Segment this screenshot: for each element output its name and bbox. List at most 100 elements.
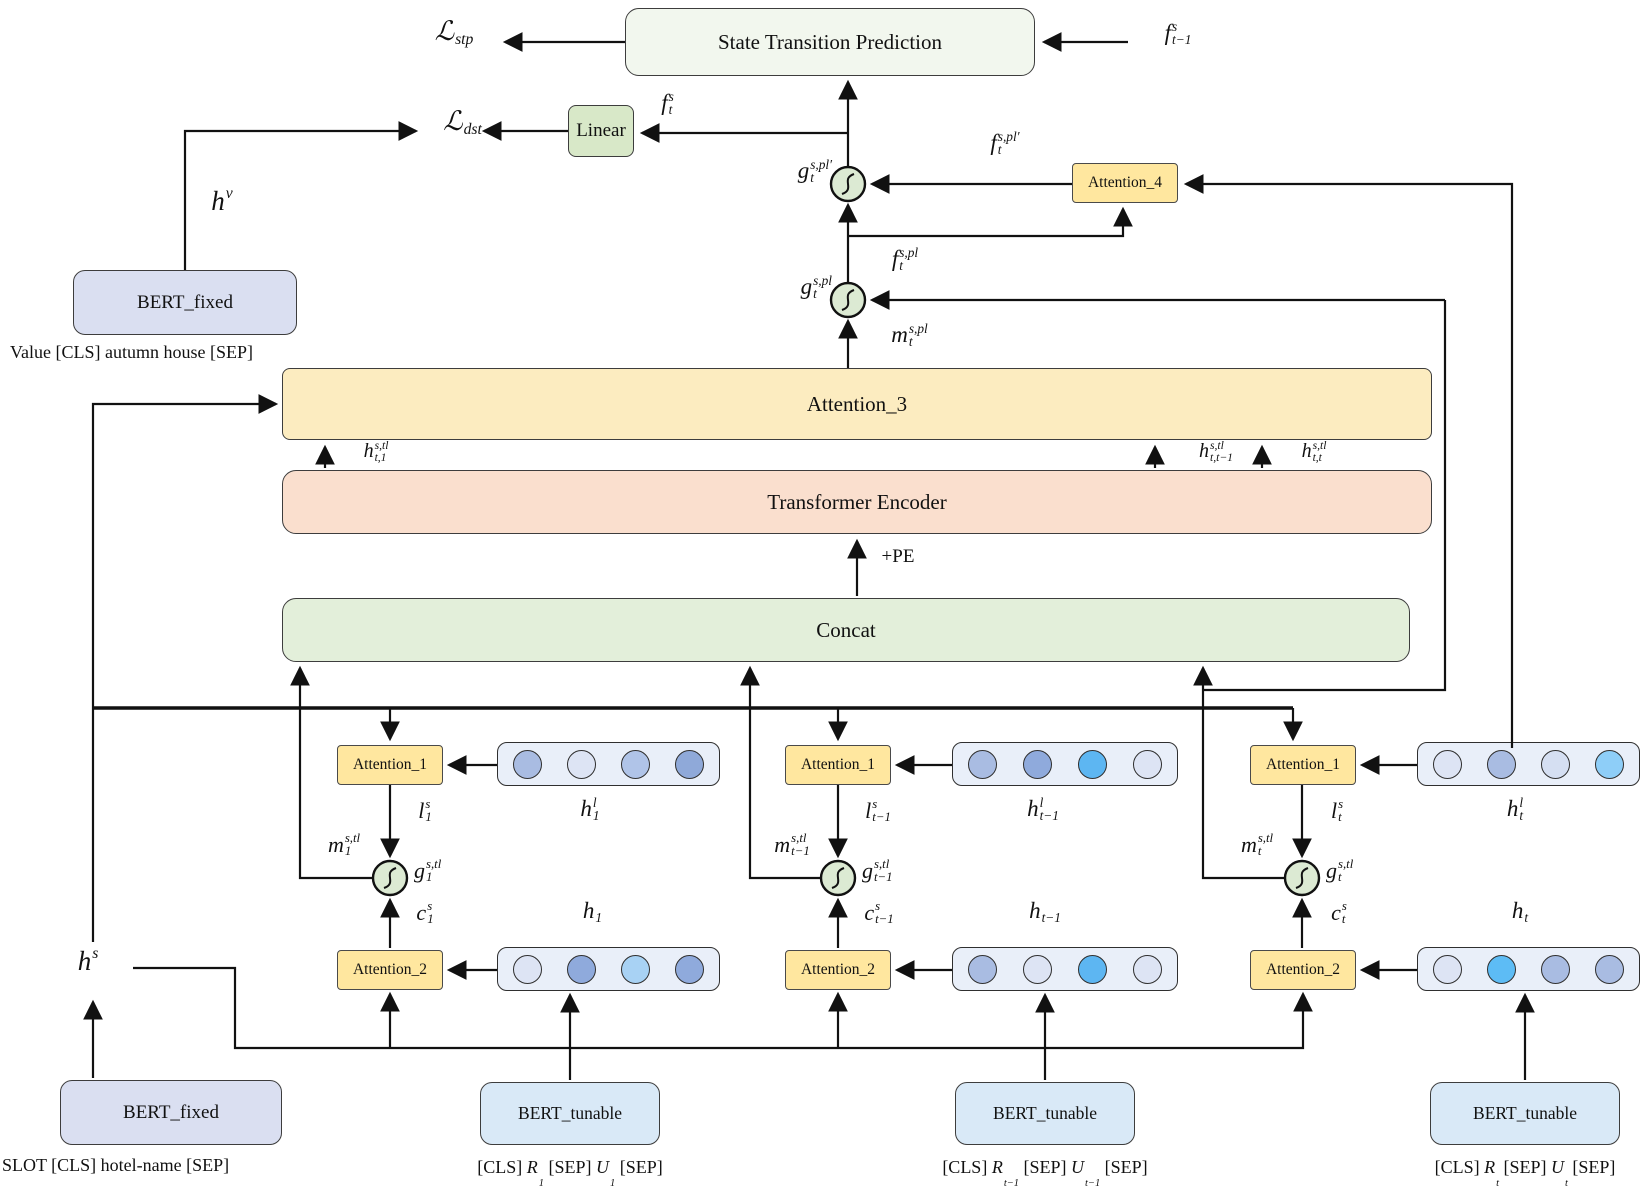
attention-2-label: Attention_2 [1265,961,1341,978]
token-circle [1487,954,1516,984]
attention-1-label: Attention_1 [1265,756,1341,773]
transformer-encoder-label: Transformer Encoder [767,489,947,514]
bert-tunable-box-turn-t: BERT_tunable [1430,1082,1620,1145]
bert-tunable-box-turn-t1: BERT_tunable [955,1082,1135,1145]
bert-fixed-slot-box: BERT_fixed [60,1080,282,1145]
token-circle [1078,749,1107,779]
token-circle [567,954,596,984]
token-circle [1541,749,1570,779]
gate-g-1 [371,859,409,897]
attention-3-box: Attention_3 [282,368,1432,440]
attention-1-label: Attention_1 [800,756,876,773]
token-circle [675,954,704,984]
attention-1-label: Attention_1 [352,756,428,773]
token-circle [1541,954,1570,984]
concat-label: Concat [816,617,876,642]
arrow-fpl-to-att4 [848,206,1133,238]
bert-tunable-box-turn1: BERT_tunable [480,1082,660,1145]
transformer-encoder-box: Transformer Encoder [282,470,1432,534]
slot-input-caption: SLOT [CLS] hotel-name [SEP] [2,1155,230,1175]
attention-4-label: Attention_4 [1087,174,1163,191]
bert-fixed-label: BERT_fixed [123,1101,219,1123]
attention-1-box-turn-t: Attention_1 [1250,745,1356,785]
attention-3-label: Attention_3 [806,391,908,416]
gate-g-t1 [819,859,857,897]
token-circle [1023,749,1052,779]
token-circle [968,954,997,984]
token-circle [968,749,997,779]
bert-tunable-label: BERT_tunable [1473,1103,1577,1123]
linear-box: Linear [568,105,634,157]
token-circle [513,954,542,984]
value-input-caption: Value [CLS] autumn house [SEP] [10,342,253,362]
attention-2-box-turn1: Attention_2 [337,950,443,990]
token-circle [675,749,704,779]
bert-tunable-label: BERT_tunable [993,1103,1097,1123]
gate-g-pl-prime [829,165,867,203]
token-circle [1433,954,1462,984]
state-transition-prediction-box: State Transition Prediction [625,8,1035,76]
token-row-h-t [1417,947,1640,991]
token-circle [1433,749,1462,779]
bert-fixed-value-box: BERT_fixed [73,270,297,335]
attention-2-box-turn-t: Attention_2 [1250,950,1356,990]
arrow-htl-to-att4 [1183,174,1514,748]
attention-2-label: Attention_2 [352,961,428,978]
token-circle [621,954,650,984]
token-circle [1023,954,1052,984]
token-circle [567,749,596,779]
token-row-h-1 [497,947,720,991]
gate-g-pl [829,281,867,319]
token-circle [1078,954,1107,984]
token-row-hl-1 [497,742,720,786]
gate-g-t [1283,859,1321,897]
state-transition-prediction-label: State Transition Prediction [717,29,942,54]
attention-2-box-turn-t1: Attention_2 [785,950,891,990]
token-circle [621,749,650,779]
attention-2-label: Attention_2 [800,961,876,978]
concat-box: Concat [282,598,1410,662]
pe-label: +PE [881,546,915,567]
token-circle [1595,749,1624,779]
linear-label: Linear [576,120,626,141]
token-row-h-t1 [952,947,1178,991]
token-circle [1133,749,1162,779]
token-circle [1133,954,1162,984]
token-row-hl-t [1417,742,1640,786]
bert-fixed-label: BERT_fixed [137,291,233,313]
token-row-hl-t1 [952,742,1178,786]
